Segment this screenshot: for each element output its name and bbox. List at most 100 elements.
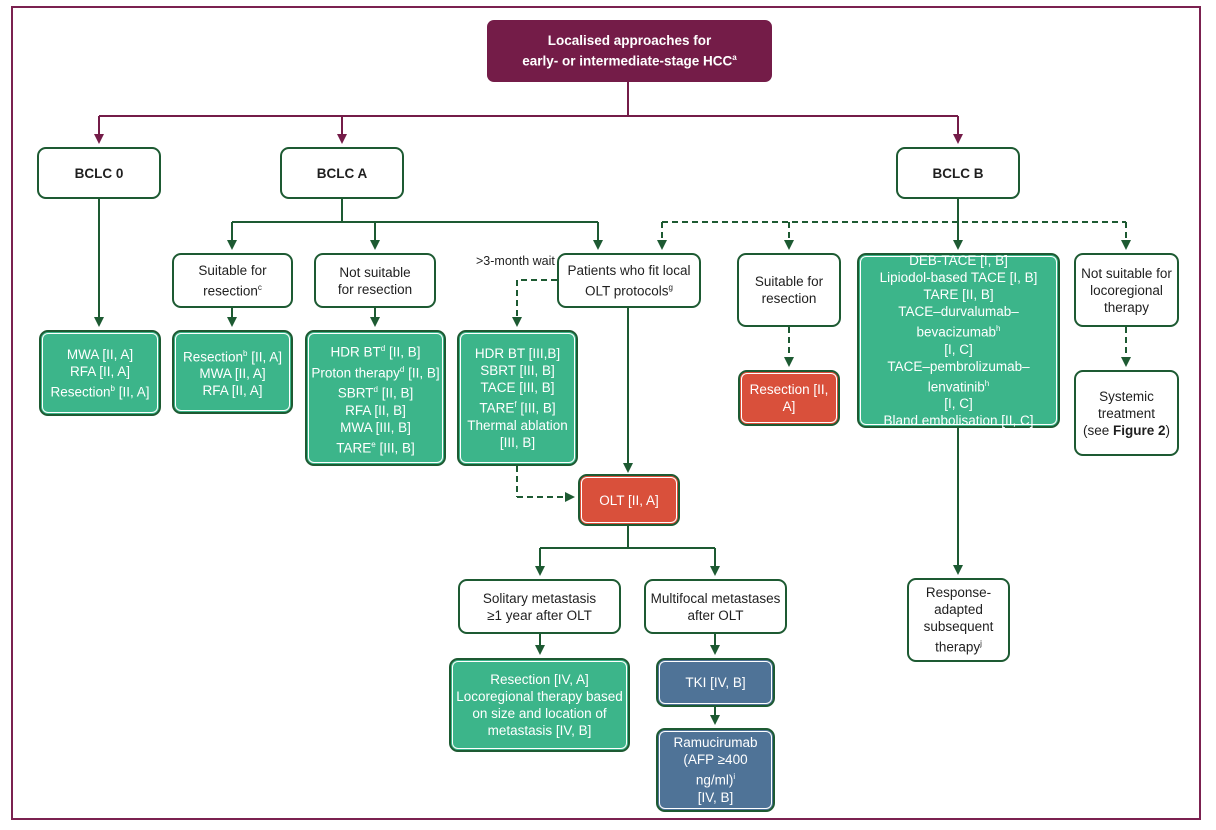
box-line: subsequent bbox=[923, 619, 994, 635]
box-text: OLT protocols bbox=[585, 283, 669, 299]
treatment-line: Locoregional therapy based bbox=[456, 689, 623, 704]
treatment-line: metastasis [IV, B] bbox=[487, 723, 592, 738]
box-line: after OLT bbox=[687, 607, 744, 623]
treatment-line: TARE [II, B] bbox=[923, 287, 994, 302]
treatment-text: [III, B] bbox=[516, 400, 556, 416]
box-line: Multifocal metastases bbox=[650, 590, 781, 606]
treatment-text: Resection bbox=[182, 349, 244, 365]
treatment-line: Ramucirumab bbox=[673, 735, 758, 751]
box-line: Suitable for bbox=[198, 262, 267, 278]
treatment-line: HDR BTd [II, B] bbox=[331, 340, 421, 361]
footnote-sup: f bbox=[514, 400, 517, 410]
treatment-text: [II, A] bbox=[114, 384, 150, 400]
treatment-text: Resection bbox=[50, 384, 111, 400]
box-line: Not suitable for bbox=[1081, 265, 1172, 281]
treatment-line: [I, C] bbox=[944, 396, 973, 411]
treatment-line: Resection [IV, A] bbox=[490, 672, 589, 687]
b-treatment-box: DEB-TACE [I, B] Lipiodol-based TACE [I, … bbox=[857, 253, 1060, 428]
box-line: Response- bbox=[925, 585, 992, 601]
title-box: Localised approaches for early- or inter… bbox=[487, 20, 772, 82]
b-not-suitable-box: Not suitable for locoregional therapy bbox=[1074, 253, 1179, 327]
systemic-treatment-box: Systemic treatment (see Figure 2) bbox=[1074, 370, 1179, 456]
bclc-0-box: BCLC 0 bbox=[37, 147, 161, 199]
footnote-sup: h bbox=[984, 378, 990, 388]
treatment-text: TARE bbox=[336, 440, 372, 455]
treatment-line: TAREf [III, B] bbox=[479, 396, 555, 417]
treatment-text: [II, B] bbox=[404, 365, 440, 380]
treatment-line: RFA [II, A] bbox=[202, 383, 263, 399]
treatment-text: [II, B] bbox=[385, 344, 421, 360]
a-wait-treatment-box: HDR BT [III,B] SBRT [III, B] TACE [III, … bbox=[457, 330, 578, 466]
title-text: early- or intermediate-stage HCC bbox=[522, 53, 733, 69]
treatment-text: [III, B] bbox=[375, 440, 415, 455]
footnote-sup: j bbox=[980, 639, 982, 649]
footnote-sup: g bbox=[668, 282, 673, 292]
bclc-b-box: BCLC B bbox=[896, 147, 1020, 199]
treatment-line: HDR BT [III,B] bbox=[474, 346, 561, 362]
footnote-sup: b bbox=[110, 383, 115, 393]
treatment-line: Proton therapyd [II, B] bbox=[311, 361, 439, 382]
bclc-b-label: BCLC B bbox=[932, 165, 984, 181]
solitary-treatment-box: Resection [IV, A] Locoregional therapy b… bbox=[449, 658, 630, 752]
footnote-sup: i bbox=[733, 772, 736, 782]
bclc-0-label: BCLC 0 bbox=[74, 165, 124, 181]
a-not-suitable-treatment-box: HDR BTd [II, B] Proton therapyd [II, B] … bbox=[305, 330, 446, 466]
footnote-sup: e bbox=[371, 439, 376, 449]
box-line: adapted bbox=[934, 602, 983, 618]
box-line: Patients who fit local bbox=[567, 262, 691, 278]
box-line: ≥1 year after OLT bbox=[487, 607, 592, 623]
treatment-text: [II, A] bbox=[247, 349, 282, 365]
a-suitable-resection-box: Suitable for resectionc bbox=[172, 253, 293, 308]
treatment-text: Proton therapy bbox=[311, 365, 400, 380]
treatment-line: Thermal ablation bbox=[467, 417, 568, 433]
treatment-text: SBRT bbox=[337, 385, 374, 401]
wait-label: >3-month wait bbox=[476, 254, 555, 268]
title-line-1: Localised approaches for bbox=[547, 33, 712, 49]
treatment-text: HDR BT bbox=[330, 344, 381, 360]
box-text: resection bbox=[203, 283, 258, 299]
b-resection-box: Resection [II, A] bbox=[738, 370, 840, 426]
treatment-line: [III, B] bbox=[499, 434, 536, 450]
bclc-a-box: BCLC A bbox=[280, 147, 404, 199]
olt-box: OLT [II, A] bbox=[578, 474, 680, 526]
box-text: (see bbox=[1082, 422, 1113, 438]
treatment-line: [IV, B] bbox=[697, 789, 734, 805]
box-line: OLT protocolsg bbox=[585, 279, 673, 300]
box-line: therapyj bbox=[935, 635, 982, 656]
treatment-line: SBRTd [II, B] bbox=[338, 381, 413, 402]
treatment-text: [II, B] bbox=[377, 385, 414, 401]
treatment-line: on size and location of bbox=[472, 706, 607, 721]
treatment-line: MWA [II, A] bbox=[66, 346, 134, 362]
footnote-sup: b bbox=[243, 348, 248, 358]
box-line: Solitary metastasis bbox=[482, 590, 597, 606]
treatment-line: MWA [II, A] bbox=[199, 366, 266, 382]
solitary-metastasis-box: Solitary metastasis ≥1 year after OLT bbox=[458, 579, 621, 634]
box-line: Systemic bbox=[1099, 388, 1154, 404]
treatment-text: TACE–durvalumab–bevacizumab bbox=[898, 304, 1019, 340]
footnote-sup: d bbox=[380, 344, 386, 353]
treatment-line: TACE [III, B] bbox=[480, 380, 555, 396]
treatment-line: TACE–pembrolizumab–lenvatinibh bbox=[863, 358, 1054, 396]
footnote-sup: c bbox=[257, 282, 262, 292]
treatment-line: MWA [III, B] bbox=[340, 419, 411, 435]
treatment-line: (AFP ≥400 ng/ml)i bbox=[662, 751, 769, 789]
olt-label: OLT [II, A] bbox=[599, 492, 659, 508]
treatment-line: [I, C] bbox=[944, 341, 973, 357]
treatment-text: TARE bbox=[479, 400, 515, 416]
box-line: locoregional bbox=[1090, 282, 1163, 298]
treatment-line: DEB-TACE [I, B] bbox=[909, 253, 1008, 268]
figure-2-reference: Figure 2 bbox=[1113, 422, 1166, 438]
treatment-line: SBRT [III, B] bbox=[480, 363, 555, 379]
footnote-sup: d bbox=[399, 364, 405, 374]
treatment-line: Lipiodol-based TACE [I, B] bbox=[879, 270, 1038, 285]
treatment-text: (AFP ≥400 ng/ml) bbox=[683, 752, 748, 788]
treatment-line: RFA [II, B] bbox=[345, 402, 406, 418]
title-line-2: early- or intermediate-stage HCCa bbox=[522, 49, 737, 70]
ramucirumab-box: Ramucirumab (AFP ≥400 ng/ml)i [IV, B] bbox=[656, 728, 775, 812]
box-line: resectionc bbox=[203, 279, 262, 300]
treatment-line: TAREe [III, B] bbox=[336, 436, 414, 457]
title-sup: a bbox=[732, 53, 737, 63]
footnote-sup: d bbox=[373, 385, 378, 394]
treatment-line: Resectionb [II, A] bbox=[183, 345, 282, 366]
